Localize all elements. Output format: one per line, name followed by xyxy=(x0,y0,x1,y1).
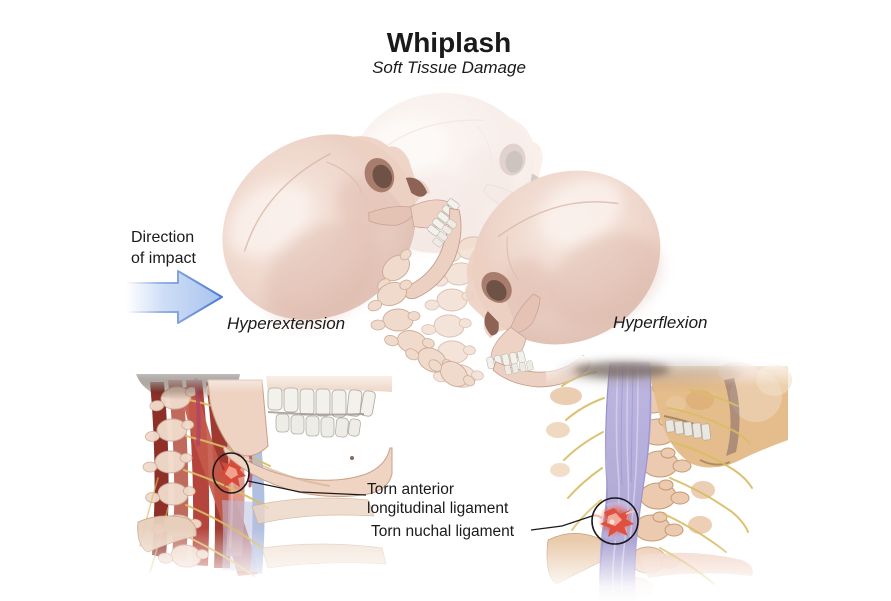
leader-line-anterior xyxy=(247,480,367,496)
hyperflexion-label: Hyperflexion xyxy=(613,313,708,332)
torn-ligament-highlight xyxy=(225,466,238,479)
page-title: Whiplash xyxy=(387,27,511,58)
left-panel-top-fade xyxy=(130,366,396,392)
impact-label-line2: of impact xyxy=(131,250,196,267)
left-panel-bottom-fade xyxy=(128,528,398,601)
torn-nuchal-ligament-shape xyxy=(591,500,639,542)
injury-circle-right xyxy=(591,497,639,545)
hyperextension-label: Hyperextension xyxy=(227,314,345,333)
direction-of-impact-arrow-icon xyxy=(125,270,223,324)
skull-shadow-soft xyxy=(560,362,740,382)
leader-line-nuchal xyxy=(530,515,593,531)
occlusion-line xyxy=(267,411,365,416)
torn-nuchal-label: Torn nuchal ligament xyxy=(371,523,515,540)
right-panel-bottom-fade xyxy=(546,540,792,601)
lower-teeth xyxy=(275,413,361,438)
impact-label-line1: Direction xyxy=(131,229,194,246)
page-subtitle: Soft Tissue Damage xyxy=(372,58,526,77)
back-teeth xyxy=(665,419,711,441)
nuchal-panel xyxy=(546,356,792,601)
torn-anterior-label-line1: Torn anterior xyxy=(367,481,454,498)
torn-anterior-label-line2: longitudinal ligament xyxy=(367,500,509,517)
injury-circle-left xyxy=(212,452,250,494)
chin-dimple xyxy=(350,456,354,460)
side-neck-panel xyxy=(128,366,398,601)
